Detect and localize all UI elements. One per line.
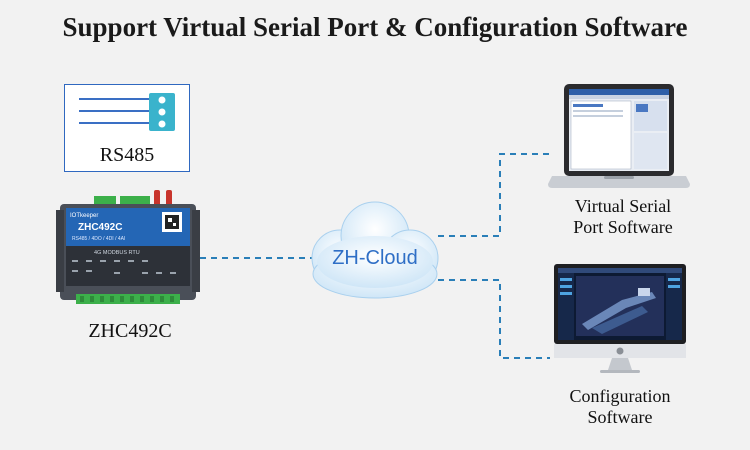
device-brand: IOTkeeper bbox=[70, 213, 98, 219]
rs485-connector-icon bbox=[79, 93, 175, 131]
laptop-icon bbox=[548, 84, 690, 188]
apple-logo-icon bbox=[616, 347, 624, 355]
desktop-label-line2: Software bbox=[587, 407, 653, 427]
rs485-label: RS485 bbox=[99, 144, 155, 166]
laptop-label: Virtual Serial Port Software bbox=[548, 196, 698, 238]
page-title: Support Virtual Serial Port & Configurat… bbox=[62, 12, 688, 42]
laptop-label-line2: Port Software bbox=[573, 217, 673, 237]
desktop-label-line1: Configuration bbox=[569, 386, 671, 406]
device-panel-model: ZHC492C bbox=[78, 222, 122, 233]
desktop-icon bbox=[554, 264, 686, 373]
device-panel-spec: RS485 / 4DO / 4DI / 4AI bbox=[72, 236, 125, 242]
antenna-icon bbox=[154, 190, 160, 208]
device-illustration: IOTkeeper ZHC492C RS485 / 4DO / 4DI / 4A… bbox=[56, 190, 200, 304]
device-model-label: ZHC492C bbox=[88, 320, 172, 342]
cloud-label: ZH-Cloud bbox=[332, 247, 418, 269]
device-panel-sub: 4G MODBUS RTU bbox=[94, 250, 140, 256]
antenna-icon bbox=[166, 190, 172, 208]
rs485-box bbox=[64, 84, 190, 172]
laptop-label-line1: Virtual Serial bbox=[574, 196, 672, 216]
desktop-label: Configuration Software bbox=[545, 386, 695, 428]
cloud-icon: ZH-Cloud bbox=[311, 201, 439, 299]
